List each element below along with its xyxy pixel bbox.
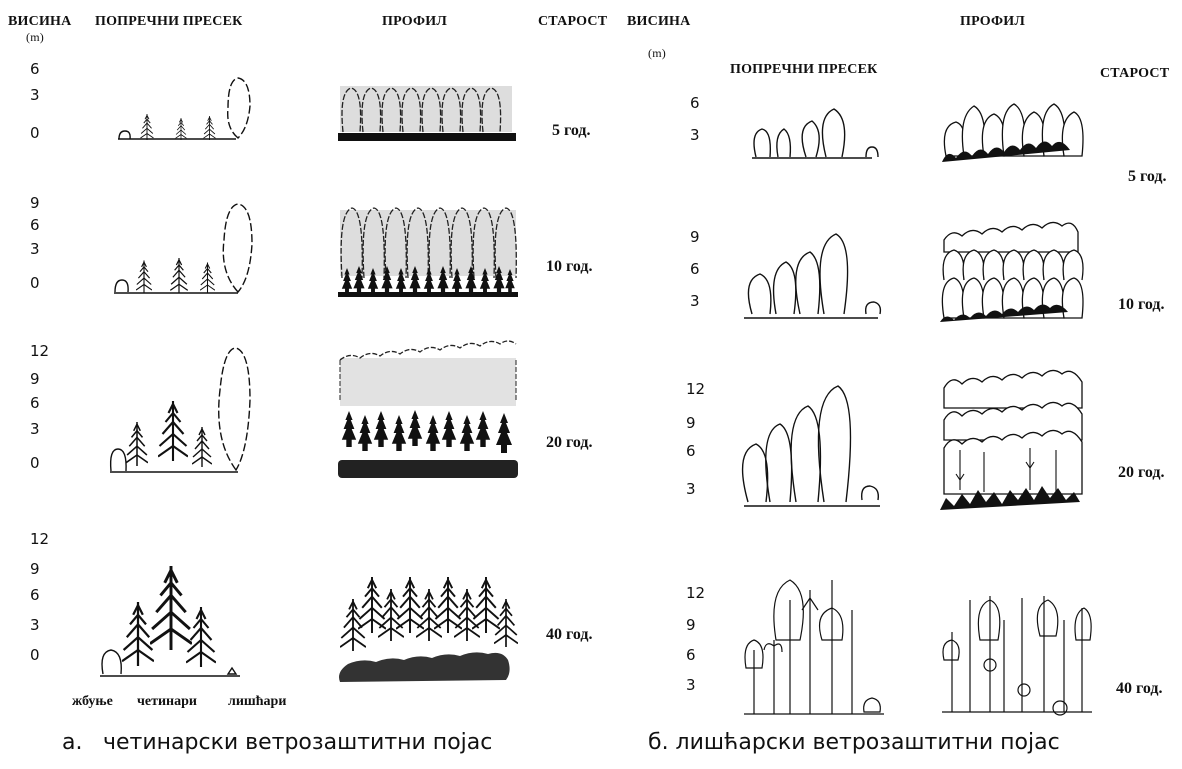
- right-row1-profile: [942, 104, 1083, 162]
- right-row1-cross-section: [752, 109, 878, 158]
- left-row1-cross-section: [118, 78, 250, 140]
- right-row3-cross-section: [743, 386, 880, 506]
- right-row2-cross-section: [744, 234, 880, 318]
- right-row4-cross-section: [744, 580, 884, 714]
- left-row1-profile: [338, 86, 516, 141]
- left-row4-cross-section: [100, 566, 240, 676]
- right-row3-profile: [940, 370, 1082, 510]
- left-row3-profile: [338, 341, 518, 478]
- left-row2-profile: [338, 208, 518, 297]
- left-row4-profile: [339, 577, 518, 682]
- left-row2-cross-section: [114, 204, 252, 293]
- right-row4-profile: [942, 596, 1092, 715]
- right-row2-profile: [940, 222, 1083, 322]
- left-row3-cross-section: [110, 348, 250, 472]
